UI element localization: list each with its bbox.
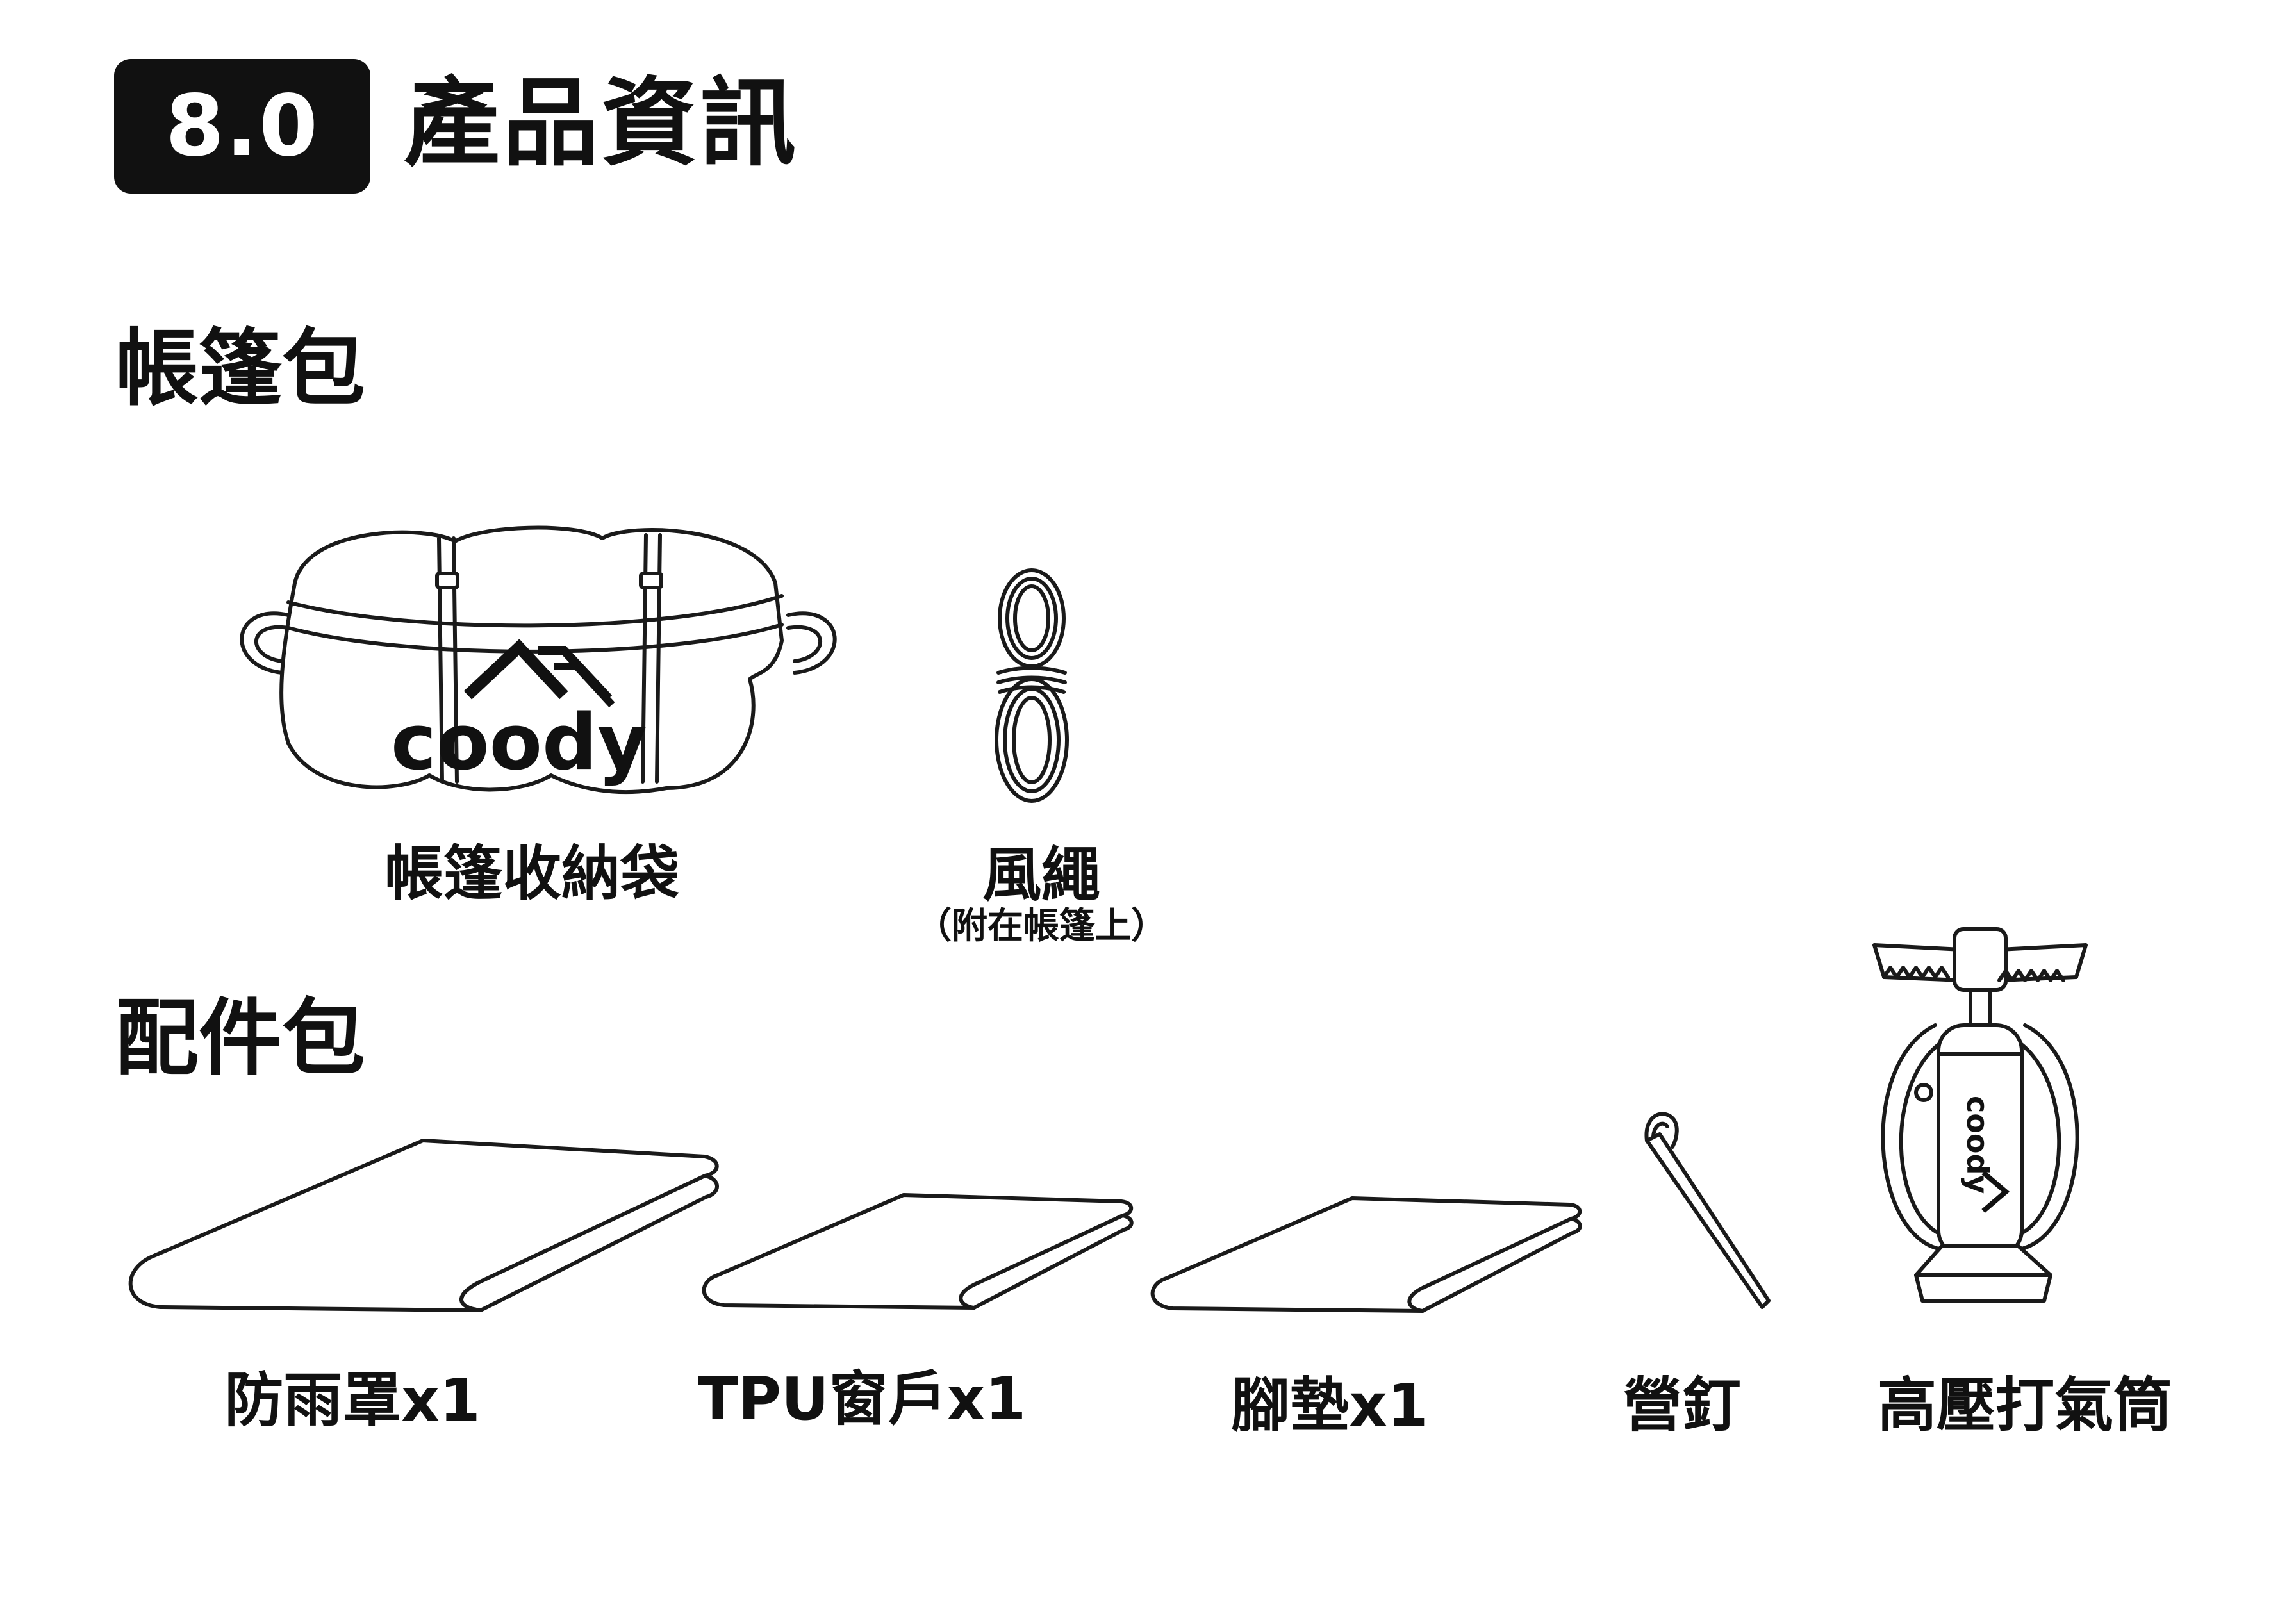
footprint-icon bbox=[1150, 1196, 1582, 1313]
item-label-tent-bag: 帳篷收納袋 bbox=[384, 839, 680, 908]
item-label-footprint: 腳墊x1 bbox=[1231, 1371, 1428, 1440]
item-label-tpu-window: TPU窗戶x1 bbox=[697, 1365, 1027, 1433]
group-heading-accessory-bag: 配件包 bbox=[115, 989, 366, 1087]
rainfly-icon bbox=[128, 1139, 719, 1312]
item-label-rainfly: 防雨罩x1 bbox=[224, 1366, 481, 1435]
tpu-window-icon bbox=[702, 1193, 1134, 1310]
page-title: 產品資訊 bbox=[404, 68, 799, 179]
item-label-tent-stake: 營釘 bbox=[1623, 1371, 1742, 1440]
item-label-guy-rope: 風繩 bbox=[982, 841, 1101, 909]
section-number: 8.0 bbox=[165, 77, 319, 176]
brand-logo-text: coody bbox=[391, 698, 647, 787]
tent-bag-icon: coody bbox=[240, 525, 837, 795]
guy-rope-icon bbox=[995, 568, 1069, 803]
air-pump-icon: coody bbox=[1872, 927, 2088, 1303]
item-label-air-pump: 高壓打氣筒 bbox=[1877, 1371, 2173, 1440]
tent-stake-icon bbox=[1644, 1112, 1771, 1309]
section-number-badge: 8.0 bbox=[114, 59, 370, 194]
group-heading-tent-bag: 帳篷包 bbox=[115, 320, 366, 417]
item-note-guy-rope: （附在帳篷上） bbox=[916, 905, 1167, 947]
